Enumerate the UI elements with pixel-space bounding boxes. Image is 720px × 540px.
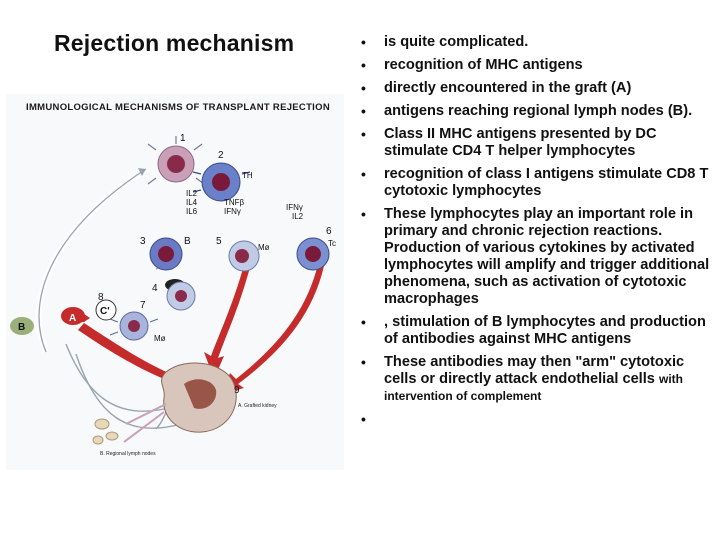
bullet-text: , stimulation of B lymphocytes and produ… bbox=[384, 314, 706, 347]
bullet-item: • These antibodies may then "arm" cytotox… bbox=[357, 354, 717, 405]
transplant-rejection-diagram: IMMUNOLOGICAL MECHANISMS OF TRANSPLANT R… bbox=[6, 94, 344, 470]
marker-b bbox=[10, 317, 34, 335]
bullet-dot: • bbox=[361, 34, 366, 50]
bullet-text: is quite complicated. bbox=[384, 34, 529, 50]
bullet-text: recognition of class I antigens stimulat… bbox=[384, 166, 709, 199]
bullet-text: Class II MHC antigens presented by DC st… bbox=[384, 126, 657, 159]
label-ifn: IFNγ bbox=[224, 207, 241, 216]
label-macrophage-2: Mø bbox=[154, 334, 166, 343]
label-il6: IL6 bbox=[186, 207, 198, 216]
bullet-text: directly encountered in the graft (A) bbox=[384, 80, 632, 96]
cell-5 bbox=[228, 240, 260, 272]
bullet-text: These lymphocytes play an important role… bbox=[384, 206, 710, 307]
cell-2-th bbox=[192, 162, 251, 202]
slide-title: Rejection mechanism bbox=[54, 30, 295, 56]
marker-a bbox=[61, 307, 90, 325]
cell-4 bbox=[166, 281, 196, 311]
bullet-dot: • bbox=[361, 57, 366, 73]
bullet-item: • recognition of MHC antigens bbox=[357, 57, 717, 74]
label-regional-lymph-nodes: B. Regional lymph nodes bbox=[100, 451, 156, 457]
label-9: 9 bbox=[234, 385, 240, 396]
label-tnf: TNFβ bbox=[224, 198, 245, 207]
label-5: 5 bbox=[216, 236, 222, 247]
label-8: 8 bbox=[98, 292, 104, 303]
bullet-dot: • bbox=[361, 166, 366, 182]
label-tc: Tc bbox=[328, 239, 336, 248]
bullet-text: antigens reaching regional lymph nodes (… bbox=[384, 103, 693, 119]
label-6: 6 bbox=[326, 226, 332, 237]
bullet-item: • , stimulation of B lymphocytes and prod… bbox=[357, 314, 717, 348]
label-3: 3 bbox=[140, 236, 146, 247]
label-th: TH bbox=[242, 171, 253, 180]
label-4: 4 bbox=[152, 283, 158, 294]
diagram-caption: IMMUNOLOGICAL MECHANISMS OF TRANSPLANT R… bbox=[26, 102, 330, 113]
bullet-dot: • bbox=[361, 411, 366, 427]
bullet-item: • Class II MHC antigens presented by DC s… bbox=[357, 126, 717, 160]
cell-6 bbox=[296, 237, 330, 271]
bullet-text-small: with intervention of complement bbox=[384, 372, 683, 403]
label-il2-b: IL2 bbox=[292, 212, 304, 221]
bullet-item: • antigens reaching regional lymph nodes … bbox=[357, 103, 717, 120]
bullet-item: • These lymphocytes play an important rol… bbox=[357, 206, 717, 308]
label-c-prime: C' bbox=[100, 306, 110, 317]
cell-c-prime bbox=[95, 299, 117, 321]
bullet-dot: • bbox=[361, 314, 366, 330]
lymph-nodes bbox=[92, 418, 119, 445]
bullet-dot: • bbox=[361, 80, 366, 96]
label-grafted-kidney: A. Grafted kidney bbox=[238, 403, 277, 409]
label-7: 7 bbox=[140, 300, 146, 311]
label-a: A bbox=[69, 313, 76, 324]
bullet-dot: • bbox=[361, 206, 366, 222]
cell-3 bbox=[149, 237, 183, 271]
label-1: 1 bbox=[180, 133, 186, 144]
bullet-item: • is quite complicated. bbox=[357, 34, 717, 51]
bullet-item: • recognition of class I antigens stimul… bbox=[357, 166, 717, 200]
bullet-dot: • bbox=[361, 103, 366, 119]
bullet-text: These antibodies may then "arm" cytotoxi… bbox=[384, 354, 685, 387]
label-2: 2 bbox=[218, 150, 224, 161]
label-b: B bbox=[18, 322, 25, 333]
bullet-dot: • bbox=[361, 126, 366, 142]
bullet-item: • directly encountered in the graft (A) bbox=[357, 80, 717, 97]
bullet-text: recognition of MHC antigens bbox=[384, 57, 583, 73]
cell-7 bbox=[109, 311, 159, 341]
label-il2: IL2 bbox=[186, 189, 198, 198]
label-b-cell: B bbox=[184, 236, 191, 247]
cell-1 bbox=[147, 136, 205, 185]
bullet-list: • is quite complicated. • recognition of … bbox=[357, 34, 717, 427]
label-macrophage-1: Mø bbox=[258, 243, 270, 252]
label-il4: IL4 bbox=[186, 198, 198, 207]
label-ifn-2: IFNγ bbox=[286, 203, 303, 212]
kidney bbox=[123, 362, 237, 443]
bullet-dot: • bbox=[361, 354, 366, 370]
